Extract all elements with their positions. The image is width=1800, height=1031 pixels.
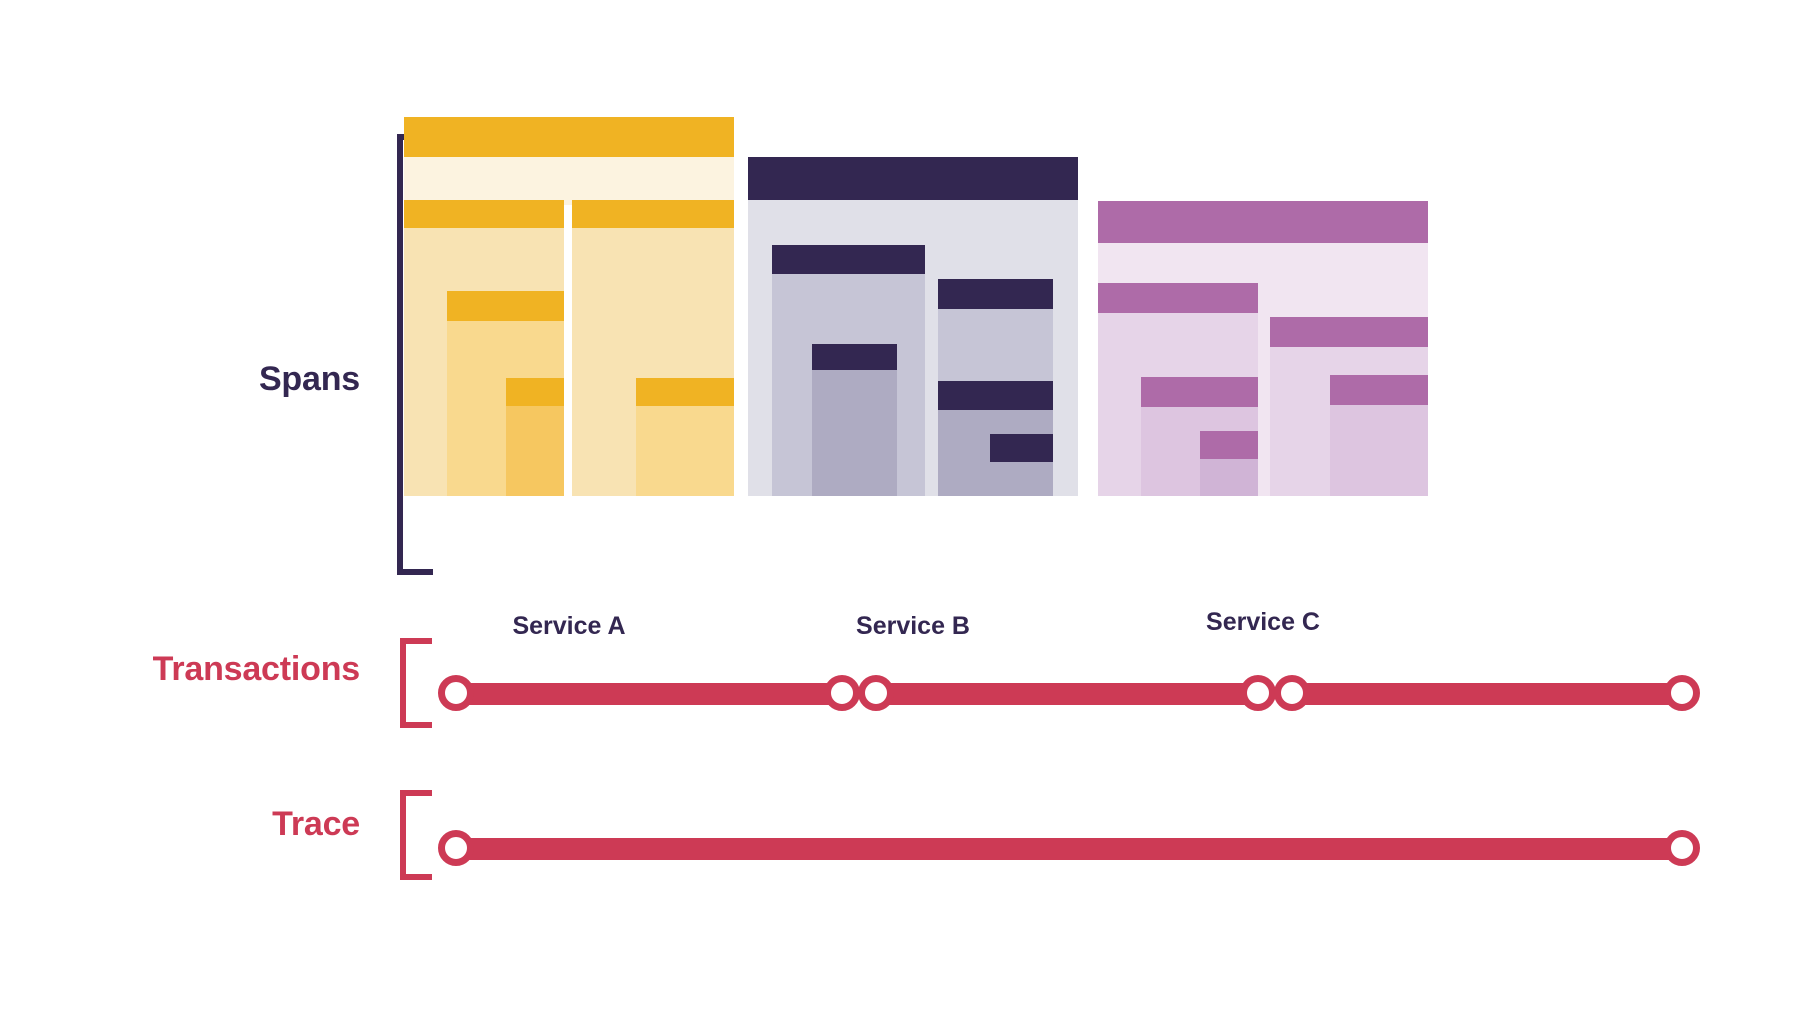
- span-block-b-g3-header[interactable]: [990, 434, 1053, 462]
- timeline-end-dot-icon[interactable]: [1664, 675, 1700, 711]
- span-block-c-root-header[interactable]: [1098, 201, 1428, 243]
- span-block-c-g3-header[interactable]: [1330, 375, 1428, 405]
- timeline-start-dot-icon[interactable]: [1274, 675, 1310, 711]
- span-block-b-g3-body[interactable]: [990, 462, 1053, 496]
- service-group-service-b: [748, 157, 1078, 496]
- span-block-c-g1-header[interactable]: [1141, 377, 1258, 407]
- transactions-bracket: [400, 638, 432, 728]
- service-group-service-a: [404, 117, 734, 496]
- timeline-bar: [876, 683, 1258, 705]
- span-block-b-c2-header[interactable]: [938, 279, 1053, 309]
- service-caption-service-c: Service C: [1206, 608, 1320, 636]
- timeline-start-dot-icon[interactable]: [438, 675, 474, 711]
- timeline-start-dot-icon[interactable]: [438, 830, 474, 866]
- row-label-transactions: Transactions: [152, 650, 361, 688]
- span-block-a-g3-body[interactable]: [636, 406, 734, 496]
- timeline-end-dot-icon[interactable]: [1240, 675, 1276, 711]
- span-block-a-root-header[interactable]: [404, 117, 734, 157]
- span-block-b-g1-body[interactable]: [812, 370, 897, 496]
- row-label-spans: Spans: [258, 360, 360, 398]
- span-block-a-c1-header[interactable]: [404, 200, 564, 228]
- span-block-c-g3-body[interactable]: [1330, 405, 1428, 496]
- span-block-c-c2-header[interactable]: [1270, 317, 1428, 347]
- timeline-end-dot-icon[interactable]: [824, 675, 860, 711]
- span-block-a-c2-header[interactable]: [572, 200, 734, 228]
- timeline-bar: [456, 683, 842, 705]
- timeline-start-dot-icon[interactable]: [858, 675, 894, 711]
- span-block-c-g2-body[interactable]: [1200, 459, 1258, 496]
- span-block-c-c1-header[interactable]: [1098, 283, 1258, 313]
- span-block-b-root-header[interactable]: [748, 157, 1078, 200]
- service-caption-service-b: Service B: [856, 612, 970, 640]
- span-block-a-root-body[interactable]: [404, 157, 734, 205]
- span-block-a-g3-header[interactable]: [636, 378, 734, 406]
- span-block-b-g2-header[interactable]: [938, 381, 1053, 410]
- spans-region: [404, 117, 1428, 496]
- trace-bracket: [400, 790, 432, 880]
- service-caption-service-a: Service A: [512, 612, 626, 640]
- span-block-a-g1-header[interactable]: [447, 291, 564, 321]
- timeline-bar: [456, 838, 1682, 860]
- service-group-service-c: [1098, 201, 1428, 496]
- span-block-b-g1-header[interactable]: [812, 344, 897, 370]
- timeline-bar: [1292, 683, 1682, 705]
- timeline-end-dot-icon[interactable]: [1664, 830, 1700, 866]
- span-block-a-g2-body[interactable]: [506, 406, 564, 496]
- span-block-b-c1-header[interactable]: [772, 245, 925, 274]
- span-block-a-g2-header[interactable]: [506, 378, 564, 406]
- span-block-c-g2-header[interactable]: [1200, 431, 1258, 459]
- row-label-trace: Trace: [272, 805, 360, 843]
